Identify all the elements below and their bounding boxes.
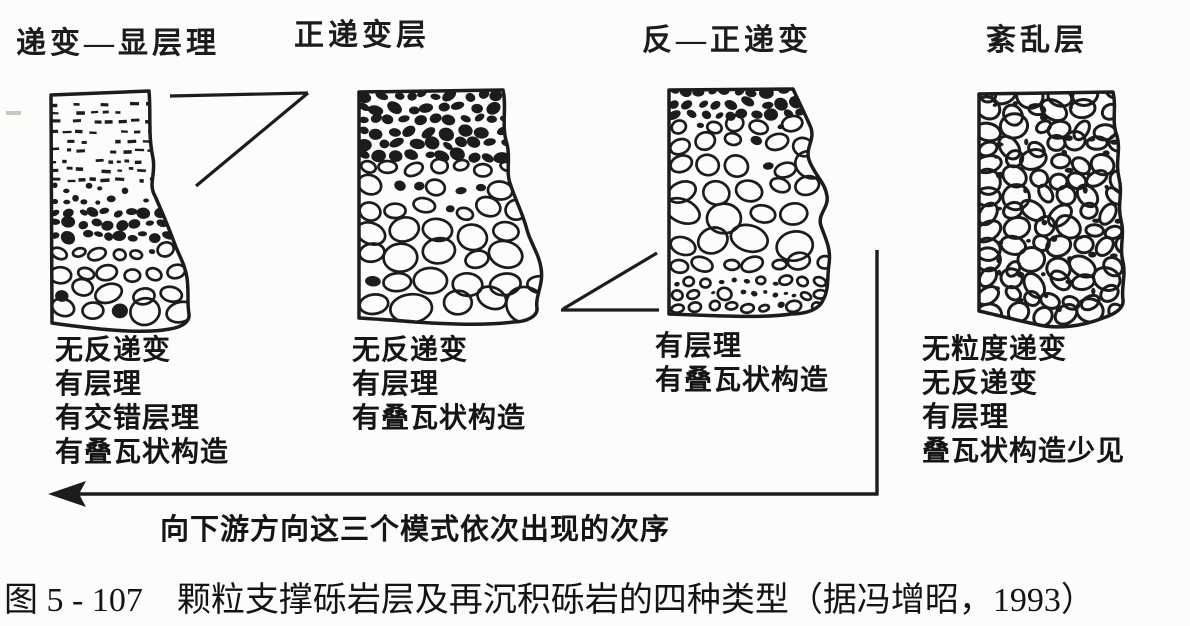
feature-item: 有叠瓦状构造 [655,364,830,395]
sequence-arrow-label: 向下游方向这三个模式依次出现的次序 [160,514,671,546]
gravel-column-normal-graded [357,88,544,327]
connector-line-diagonal-2 [562,251,658,311]
gravel-column-graded-bedded [49,89,191,334]
panel-title-normal-graded: 正递变层 [294,19,430,52]
gravel-column-disordered [977,90,1126,329]
feature-item: 有层理 [922,401,1010,432]
panel-title-reverse-normal-graded: 反—正递变 [642,24,812,57]
feature-list-disordered: 无粒度递变 无反递变 有层理 叠瓦状构造少见 [922,332,1125,468]
feature-list-normal-graded: 无反递变 有层理 有叠瓦状构造 [352,333,526,435]
feature-item: 有交错层理 [55,402,201,433]
gravel-column-reverse-normal-graded [667,87,832,319]
panel-title-disordered: 紊乱层 [986,24,1088,57]
feature-item: 有层理 [55,368,143,399]
arrowhead-icon [48,481,86,507]
feature-item: 有层理 [655,330,743,361]
scan-artifact-dash [6,111,21,115]
feature-item: 无粒度递变 [922,333,1068,364]
figure-caption: 图 5 - 107 颗粒支撑砾岩层及再沉积砾岩的四种类型（据冯增昭，1993） [4,582,1095,619]
panel-title-graded-bedded: 递变—显层理 [16,27,220,60]
feature-item: 有层理 [352,368,440,399]
feature-list-reverse-normal-graded: 有层理 有叠瓦状构造 [655,329,829,397]
feature-item: 有叠瓦状构造 [352,402,527,433]
feature-item: 无反递变 [55,334,172,365]
feature-item: 叠瓦状构造少见 [922,435,1126,466]
feature-item: 无反递变 [352,334,469,365]
feature-list-graded-bedded: 无反递变 有层理 有交错层理 有叠瓦状构造 [55,333,229,469]
feature-item: 有叠瓦状构造 [55,436,230,467]
connector-line-diagonal-1 [194,91,310,188]
feature-item: 无反递变 [922,367,1039,398]
